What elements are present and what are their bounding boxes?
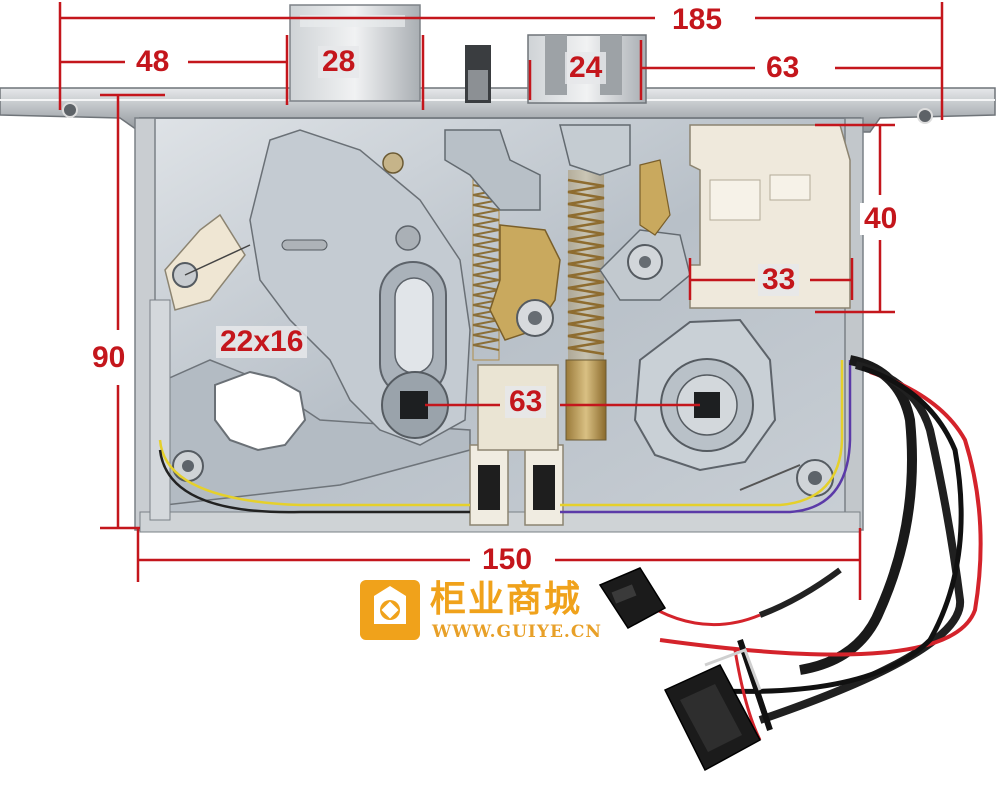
inner-mechanism bbox=[149, 124, 852, 526]
dim-latch-width: 28 bbox=[318, 46, 360, 78]
deadbolt-spring bbox=[565, 170, 607, 441]
connector-small bbox=[598, 567, 667, 629]
dim-cylinder-box-height: 40 bbox=[860, 203, 902, 235]
connector-large bbox=[663, 648, 762, 772]
dim-case-width: 150 bbox=[478, 544, 537, 576]
dim-cylinder-box-width: 33 bbox=[758, 264, 800, 296]
guard-bolt bbox=[465, 45, 491, 103]
dim-right-offset: 63 bbox=[762, 52, 804, 84]
watermark-url: WWW.GUIYE.CN bbox=[432, 622, 602, 642]
dimension-lines bbox=[58, 2, 944, 600]
dim-height: 90 bbox=[88, 342, 130, 374]
dim-left-offset: 48 bbox=[132, 46, 174, 78]
cylinder-housing bbox=[689, 124, 851, 309]
watermark-name: 柜业商城 bbox=[430, 579, 583, 620]
dim-deadbolt-width: 24 bbox=[565, 52, 607, 84]
dim-handle-hole: 22x16 bbox=[216, 326, 308, 358]
dim-spindle-spacing: 63 bbox=[505, 386, 547, 418]
cylinder-cam bbox=[633, 318, 777, 472]
dim-overall-width: 185 bbox=[668, 4, 727, 36]
square-seal-logo-icon bbox=[360, 580, 420, 640]
